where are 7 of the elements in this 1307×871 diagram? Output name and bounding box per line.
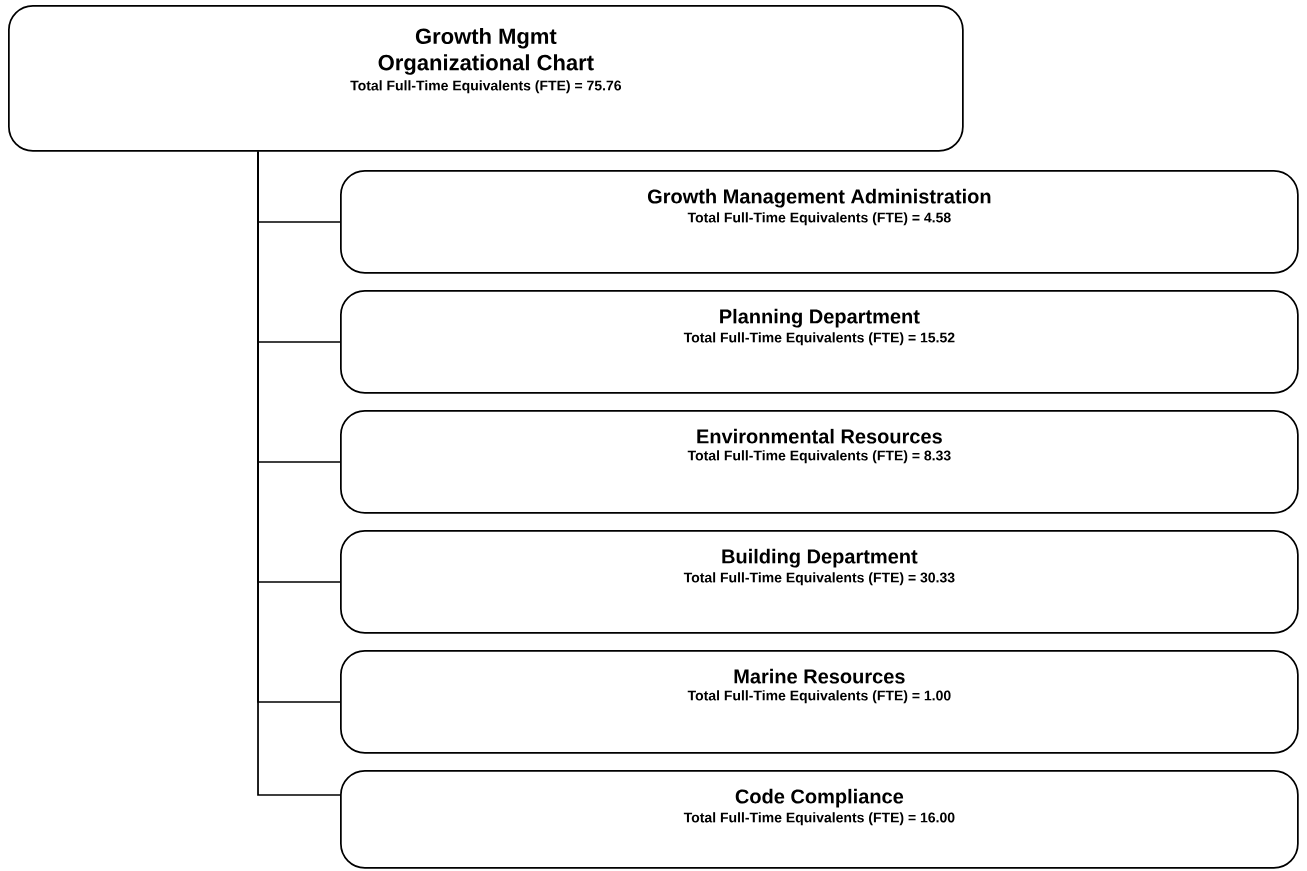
org-box: Growth Mgmt Organizational Chart Total Full-Time Equivalents (FTE) = 75.76 bbox=[8, 5, 964, 152]
org-box: Planning Department Total Full-Time Equivalents (FTE) = 15.52 bbox=[340, 290, 1299, 394]
org-box: Building Department Total Full-Time Equivalents (FTE) = 30.33 bbox=[340, 530, 1299, 634]
org-box: Environmental Resources Total Full-Time Equivalents (FTE) = 8.33 bbox=[340, 410, 1299, 514]
org-box: Marine Resources Total Full-Time Equivalents (FTE) = 1.00 bbox=[340, 650, 1299, 754]
org-box: Growth Management Administration Total Full-Time Equivalents (FTE) = 4.58 bbox=[340, 170, 1299, 274]
org-box: Code Compliance Total Full-Time Equivalents (FTE) = 16.00 bbox=[340, 770, 1299, 869]
